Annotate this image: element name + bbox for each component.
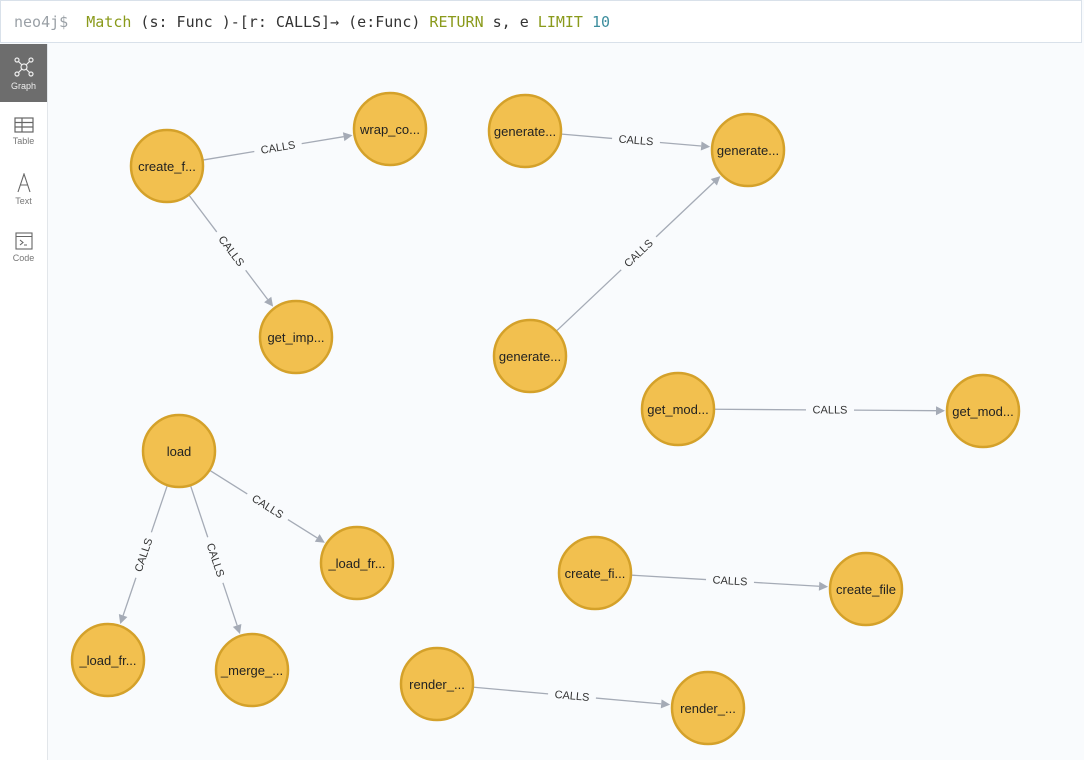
graph-node[interactable]: create_f... <box>129 128 205 204</box>
node-label: generate... <box>717 143 779 158</box>
query-text: Match (s: Func )-[r: CALLS]→ (e:Func) RE… <box>86 13 610 31</box>
query-token: s, e <box>483 13 538 31</box>
sidebar-label: Code <box>12 252 35 263</box>
node-label: wrap_co... <box>359 122 420 137</box>
query-token <box>583 13 592 31</box>
graph-canvas[interactable]: CALLS CALLS CALLS CALLS CALLS CALLS CALLS CALLS… <box>48 44 1084 760</box>
arrow-head-icon <box>314 534 325 543</box>
relationship-calls[interactable]: CALLS <box>631 574 829 591</box>
node-label: render_... <box>680 701 736 716</box>
graph-node[interactable]: load <box>141 413 217 489</box>
relationship-label: CALLS <box>249 493 285 522</box>
graph-icon <box>13 56 34 77</box>
node-label: load <box>167 444 192 459</box>
sidebar-label: Table <box>12 135 35 146</box>
graph-node[interactable]: generate... <box>487 93 563 169</box>
graph-node[interactable]: _load_fr... <box>70 622 146 698</box>
relationship-calls[interactable]: CALLS <box>190 485 242 634</box>
arrow-head-icon <box>710 176 721 186</box>
prompt: neo4j$ <box>14 13 69 31</box>
graph-node[interactable]: get_mod... <box>640 371 716 447</box>
sidebar-item-table[interactable]: Table <box>0 102 47 160</box>
node-label: get_mod... <box>647 402 708 417</box>
relationship-label: CALLS <box>554 689 590 704</box>
graph-node[interactable]: generate... <box>710 112 786 188</box>
relationship-calls[interactable]: CALLS <box>556 176 721 332</box>
node-label: _load_fr... <box>78 653 136 668</box>
sidebar-item-code[interactable]: Code <box>0 218 47 276</box>
relationship-label: CALLS <box>813 404 848 416</box>
relationship-calls[interactable]: CALLS <box>118 485 168 625</box>
sidebar-item-text[interactable]: Text <box>0 160 47 218</box>
sidebar-label: Graph <box>10 80 36 91</box>
relationship-label: CALLS <box>204 542 226 579</box>
node-label: _load_fr... <box>327 556 385 571</box>
relationship-label: CALLS <box>622 237 656 270</box>
graph-node[interactable]: get_mod... <box>945 373 1021 449</box>
node-label: get_imp... <box>267 330 324 345</box>
arrow-head-icon <box>118 614 128 625</box>
arrow-head-icon <box>700 141 711 151</box>
arrow-head-icon <box>232 623 242 634</box>
graph-node[interactable]: create_fi... <box>557 535 633 611</box>
code-icon <box>14 231 33 250</box>
node-label: create_file <box>836 582 896 597</box>
relationship-label: CALLS <box>712 574 748 588</box>
relationship-calls[interactable]: CALLS <box>203 132 353 161</box>
relationship-label: CALLS <box>216 234 247 269</box>
table-icon <box>13 116 34 133</box>
graph-node[interactable]: create_file <box>828 551 904 627</box>
node-label: _merge_... <box>220 663 283 678</box>
node-label: generate... <box>494 124 556 139</box>
graph-node[interactable]: wrap_co... <box>352 91 428 167</box>
graph-node[interactable]: get_imp... <box>258 299 334 375</box>
graph-node[interactable]: generate... <box>492 318 568 394</box>
relationship-calls[interactable]: CALLS <box>188 195 274 307</box>
query-token: (s: Func )-[r: CALLS]→ (e:Func) <box>131 13 430 31</box>
graph-node[interactable]: _merge_... <box>214 632 290 708</box>
arrow-head-icon <box>660 699 671 709</box>
relationship-calls[interactable]: CALLS <box>473 686 671 709</box>
node-label: create_fi... <box>565 566 626 581</box>
relationship-label: CALLS <box>618 133 654 148</box>
relationship-label: CALLS <box>260 139 296 157</box>
query-token: 10 <box>591 13 611 31</box>
sidebar-item-graph[interactable]: Graph <box>0 44 47 102</box>
query-editor[interactable]: neo4j$ Match (s: Func )-[r: CALLS]→ (e:F… <box>0 0 1082 43</box>
arrow-head-icon <box>264 296 274 307</box>
relationship-calls[interactable]: CALLS <box>714 404 946 417</box>
relationship-calls[interactable]: CALLS <box>561 133 711 151</box>
sidebar-label: Text <box>15 195 32 206</box>
arrow-head-icon <box>342 132 353 142</box>
graph-node[interactable]: render_... <box>670 670 746 746</box>
graph-node[interactable]: render_... <box>399 646 475 722</box>
node-label: get_mod... <box>952 404 1013 419</box>
view-sidebar: Graph Table Text Code <box>0 44 48 760</box>
node-label: create_f... <box>138 159 196 174</box>
query-token: Match <box>86 13 132 31</box>
arrow-head-icon <box>818 581 829 591</box>
relationship-label: CALLS <box>133 537 156 574</box>
text-icon <box>16 172 31 192</box>
graph-node[interactable]: _load_fr... <box>319 525 395 601</box>
node-label: generate... <box>499 349 561 364</box>
query-token: LIMIT <box>537 13 583 31</box>
query-token: RETURN <box>429 13 484 31</box>
node-label: render_... <box>409 677 465 692</box>
arrow-head-icon <box>935 406 946 416</box>
relationship-calls[interactable]: CALLS <box>209 470 325 543</box>
